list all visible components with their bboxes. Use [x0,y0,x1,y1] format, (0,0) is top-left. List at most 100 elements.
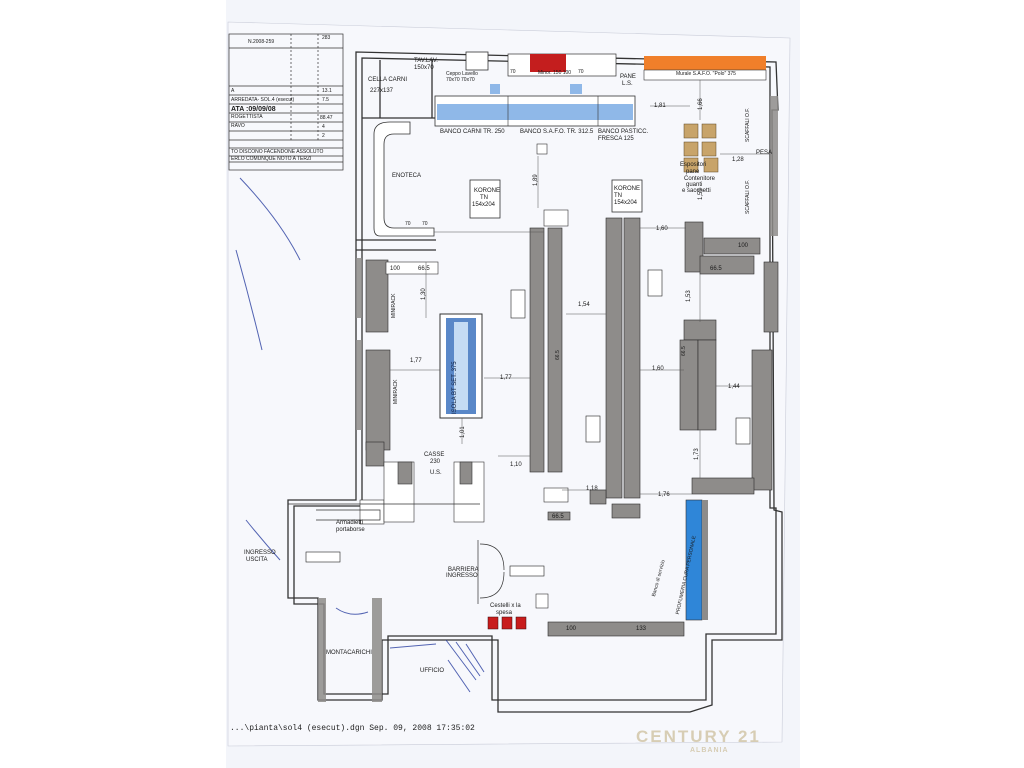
dim-1-66: 1,66 [698,98,704,110]
label-minor: Minor. 150 100 [538,70,572,76]
label-korone-left-dim: 154x204 [472,202,496,208]
dim-1-53: 1,53 [686,290,692,302]
dim-1-89: 1,89 [533,174,539,186]
label-korone-right-dim: 154x204 [614,200,638,206]
dim-66-5-c: 66.5 [552,514,564,520]
gondola-shelving [365,217,779,637]
title-notice-2: ERLO COMUNQUE NOTO A TERZI [231,156,312,162]
dim-1-44: 1,44 [728,384,740,390]
dim-1-77-a: 1,77 [410,358,422,364]
label-barriera: BARRIERA [448,567,479,573]
label-minirack-2: MINIRACK [393,379,399,404]
dim-70-b: 70 [578,69,584,75]
murale-orange [644,56,766,70]
label-korone-right-tn: TN [614,193,622,199]
drawing-number: N.2008-259 [248,39,275,45]
dim-1-60-a: 1,60 [656,226,668,232]
dim-1-60-b: 1,60 [652,366,664,372]
banco-blue [437,104,633,120]
label-tav-lav-dim: 150x70 [414,65,434,71]
label-espositori-2: pane [686,169,700,175]
title-value-4: 88.47 [320,115,333,121]
label-pane-ls: L.S. [622,81,633,87]
century21-watermark: CENTURY 21 [636,727,761,746]
label-contenitore: Contenitore [684,176,716,182]
trolley-icons [305,269,751,577]
dim-1-10: 1,10 [510,462,522,468]
dim-1-28: 1,28 [732,157,744,163]
label-korone-left: KORONE [474,188,501,194]
label-us: U.S. [430,470,442,476]
title-line-arredata: ARREDATA- SOL.4 (esecut) [231,97,295,103]
title-value-1: 283 [322,35,331,41]
century21-watermark-sub: ALBANIA [690,747,729,754]
dim-100-c: 100 [566,626,577,632]
dimension-lines [390,80,770,495]
label-contenitore-2: guanti [686,182,703,188]
dim-1-01: 1,01 [460,426,466,438]
title-block [228,33,344,171]
label-tav-lav: TAV.LAV. [414,58,438,64]
sheet-border [227,21,791,747]
title-line-bravo: RAVO [231,123,245,129]
korone-right [611,179,643,213]
label-montacarichi: MONTACARICHI [326,650,372,656]
label-ufficio: UFFICIO [420,668,444,674]
label-korone-left-tn: TN [480,195,488,201]
dim-1-77-b: 1,77 [500,375,512,381]
label-ingresso: INGRESSO [244,550,276,556]
label-cestelli-2: spesa [496,610,513,616]
label-portaborse: portaborse [336,527,365,533]
dim-70-a: 70 [510,69,516,75]
label-casse-number: 230 [430,459,441,465]
title-line-date: ATA :09/09/08 [231,106,276,113]
dim-133: 133 [636,626,647,632]
dim-1-81: 1,81 [654,103,666,109]
label-banco-pastic-2: FRESCA 125 [598,136,634,142]
title-line-progettista: ROGETTISTA [231,114,263,120]
label-korone-right: KORONE [614,186,641,192]
wall-fills [318,96,778,702]
label-enoteca: ENOTECA [392,173,422,179]
dim-1-76: 1,76 [658,492,670,498]
dim-1-18: 1,18 [586,486,598,492]
label-cella-carni: CELLA CARNI [368,77,408,83]
label-cella-dim: 227x137 [370,88,394,94]
dim-66-5-b: 66.5 [710,266,722,272]
label-banco-pastic: BANCO PASTICC. [598,129,649,135]
label-ceppo-dim: 70x70 70x70 [446,77,475,83]
title-line-a: A [231,88,235,94]
dim-66-5-d: 66.5 [555,350,561,360]
pen-marks [235,177,485,693]
dim-1-30: 1,30 [421,288,427,300]
label-banco-carni: BANCO CARNI TR. 250 [440,129,505,135]
dim-100-a: 100 [390,266,401,272]
label-pane: PANE [620,74,636,80]
label-contenitore-3: e sacchetti [682,188,711,194]
dim-66-5-a: 66.5 [418,266,430,272]
korone-left [469,179,501,219]
espositori-crates [683,123,719,173]
plot-footer: ...\pianta\sol4 (esecut).dgn Sep. 09, 20… [230,724,475,733]
dim-70-c: 70 [405,221,411,227]
label-armadietti: Armadietti [336,520,364,526]
title-value-6: 2 [322,133,325,139]
label-minirack-1: MINIRACK [391,293,397,318]
dim-70-d: 70 [422,221,428,227]
label-banco-safo: BANCO S.A.F.O. TR. 312.5 [520,129,594,135]
label-cestelli: Cestelli x la [490,603,521,609]
label-isola: ISOLA BT SET. 375 [452,361,458,414]
title-value-5: 4 [322,124,325,130]
dim-1-73: 1,73 [694,448,700,460]
dim-100-b: 100 [738,243,749,249]
enoteca-counter [373,121,435,237]
label-uscita: USCITA [246,557,268,563]
label-ceppo-lavello: Ceppo Lavello [446,71,478,77]
dim-66-5-e: 66.5 [681,346,687,356]
label-scaffali-2: SCAFFALI O.F. [745,179,751,214]
label-pesa: PESA [756,150,773,156]
label-espositori: Espositori [680,162,707,168]
label-murale: Murale S.A.F.O. "Polo" 375 [676,71,736,77]
